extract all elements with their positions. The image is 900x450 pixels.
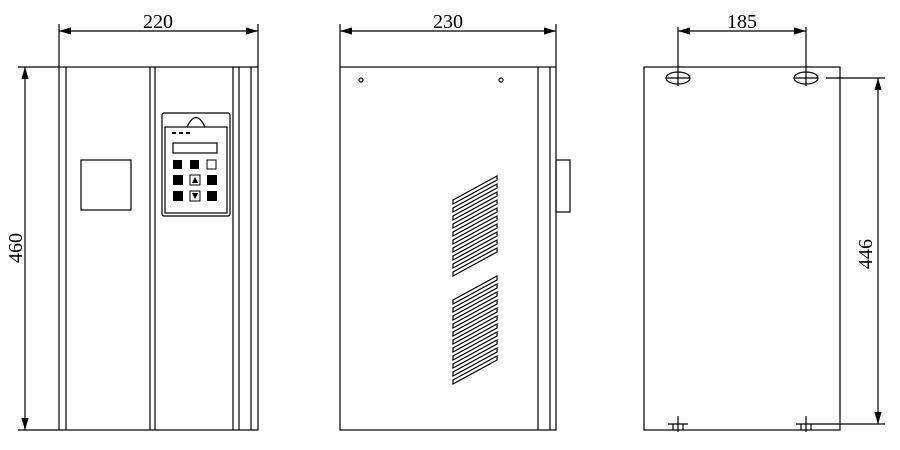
hole-height-dimension: 446 bbox=[855, 239, 877, 269]
hole-spacing-dimension: 185 bbox=[727, 11, 757, 33]
vent-louvers bbox=[452, 174, 498, 386]
display-window bbox=[80, 159, 132, 211]
louver-slot bbox=[452, 230, 498, 262]
louver-slot bbox=[452, 282, 498, 314]
louver-slot bbox=[452, 330, 498, 362]
louver-slot bbox=[452, 290, 498, 322]
keypad-panel bbox=[161, 112, 231, 217]
louver-slot bbox=[452, 306, 498, 338]
louver-slot bbox=[452, 346, 498, 378]
louver-slot bbox=[452, 174, 498, 206]
louver-slot bbox=[452, 198, 498, 230]
mounting-slot bbox=[796, 416, 816, 432]
side-width-dimension: 230 bbox=[433, 11, 463, 33]
louver-slot bbox=[452, 274, 498, 306]
back-view: 185 446 bbox=[643, 11, 885, 432]
louver-slot bbox=[452, 314, 498, 346]
louver-slot bbox=[452, 322, 498, 354]
front-width-dimension: 220 bbox=[143, 11, 173, 33]
louver-slot bbox=[452, 206, 498, 238]
front-height-dimension: 460 bbox=[5, 233, 27, 263]
louver-slot bbox=[452, 338, 498, 370]
side-view: 230 bbox=[339, 11, 571, 431]
louver-slot bbox=[452, 298, 498, 330]
louver-slot bbox=[452, 354, 498, 386]
louver-slot bbox=[452, 182, 498, 214]
louver-slot bbox=[452, 222, 498, 254]
louver-slot bbox=[452, 246, 498, 278]
louver-slot bbox=[452, 214, 498, 246]
front-view: 220 460 bbox=[5, 11, 259, 431]
mounting-slot bbox=[668, 416, 688, 432]
louver-slot bbox=[452, 190, 498, 222]
louver-slot bbox=[452, 238, 498, 270]
